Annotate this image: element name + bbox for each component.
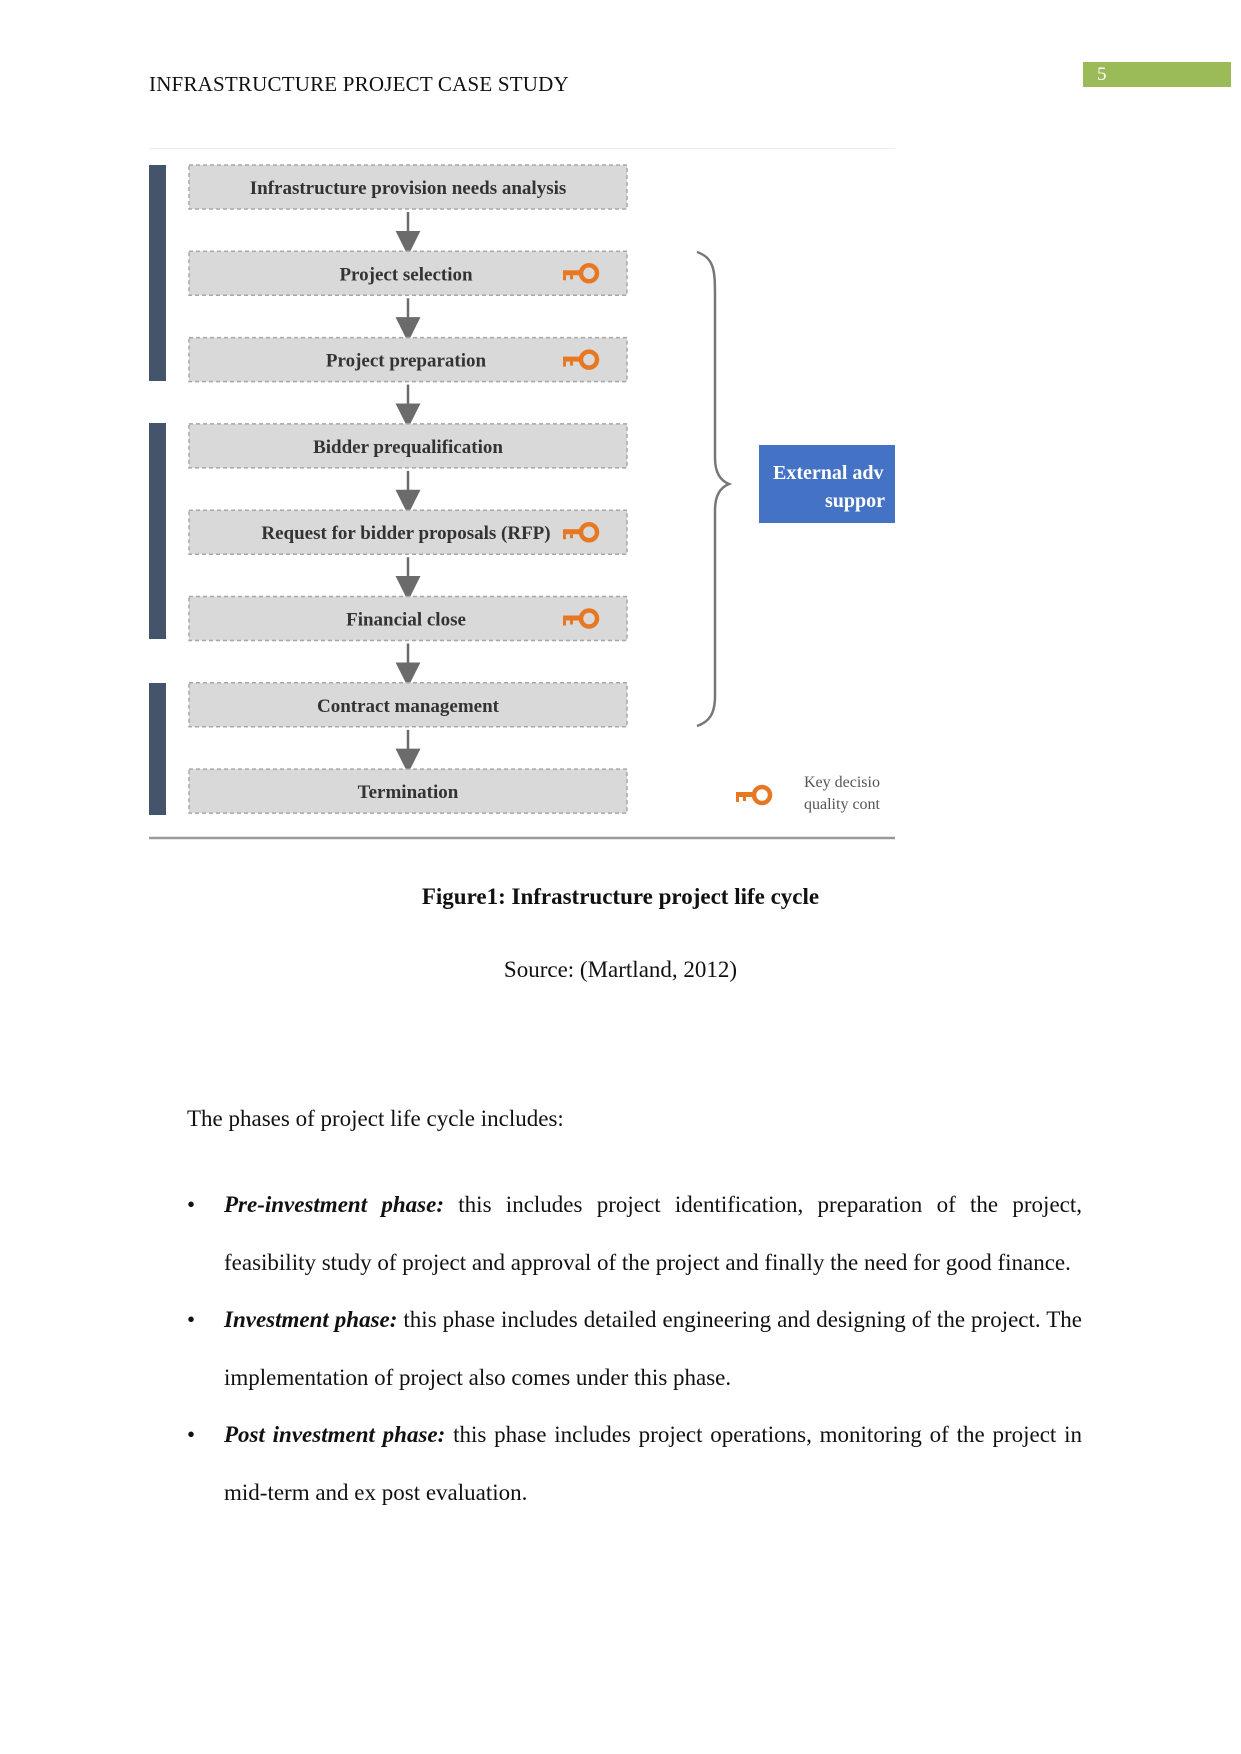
flow-step-box (188, 164, 628, 210)
bullet-icon: • (187, 1422, 196, 1447)
flow-step-box (188, 250, 628, 297)
bullet-text: this phase includes detailed engineering… (224, 1307, 1082, 1390)
legend-key-icon-shape (736, 784, 773, 806)
flow-step-label: Bidder prequalification (313, 437, 503, 458)
external-advisor-label-2: suppor (825, 490, 885, 512)
figure-caption: Figure1: Infrastructure project life cyc… (421, 884, 820, 909)
running-header-title: INFRASTRUCTURE PROJECT CASE STUDY (149, 72, 569, 96)
bullet-text: this phase includes project operations, … (224, 1422, 1082, 1505)
legend-label-1: Key decisio (804, 774, 880, 791)
bullet-term: Post investment phase: (224, 1422, 446, 1447)
flow-step-label: Contract management (317, 696, 500, 717)
flow-step-label: Project preparation (326, 351, 487, 372)
page-number: 5 (1083, 62, 1231, 87)
bullet-term: Pre-investment phase: (224, 1192, 444, 1217)
flow-step-label: Project selection (339, 264, 473, 285)
bullet-text: this includes project identification, pr… (224, 1192, 1083, 1275)
key-decision-icon (563, 521, 600, 543)
flow-step-box (188, 595, 628, 642)
flow-step-box (188, 768, 628, 814)
legend-key-icon (736, 784, 773, 806)
phase-bar-post-investment (149, 683, 166, 815)
bullet-icon: • (187, 1192, 196, 1217)
figure-source: Source: (Martland, 2012) (503, 957, 738, 982)
flow-step-label: Termination (358, 782, 459, 803)
key-decision-icon (563, 263, 600, 284)
legend-label-2: quality cont (804, 796, 881, 813)
phase-bar-investment (149, 423, 166, 639)
phase-list: • Pre-investment phase: this includes pr… (187, 1176, 1082, 1521)
intro-paragraph: The phases of project life cycle include… (187, 1106, 564, 1131)
flow-step-label: Infrastructure provision needs analysis (250, 178, 567, 199)
key-decision-icon (563, 349, 600, 370)
life-cycle-diagram: Infrastructure provision needs analysisP… (149, 148, 895, 840)
bracket-brace (696, 250, 733, 728)
flow-step-box (188, 423, 628, 469)
flow-step-label: Financial close (346, 610, 466, 631)
bullet-term: Investment phase: (224, 1307, 398, 1332)
list-item-investment: • Investment phase: this phase includes … (187, 1291, 1082, 1406)
flow-step-box (188, 336, 628, 383)
flow-step-box (188, 682, 628, 728)
bullet-icon: • (187, 1307, 196, 1332)
external-advisor-label-1: External adv (773, 462, 884, 484)
flow-step-box (188, 509, 628, 555)
key-decision-icon (563, 608, 600, 629)
flow-step-label: Request for bidder proposals (RFP) (261, 523, 550, 544)
phase-bar-pre-investment (149, 165, 166, 381)
list-item-pre-investment: • Pre-investment phase: this includes pr… (187, 1176, 1082, 1291)
external-advisor-box (759, 445, 895, 523)
list-item-post-investment: • Post investment phase: this phase incl… (187, 1406, 1082, 1521)
